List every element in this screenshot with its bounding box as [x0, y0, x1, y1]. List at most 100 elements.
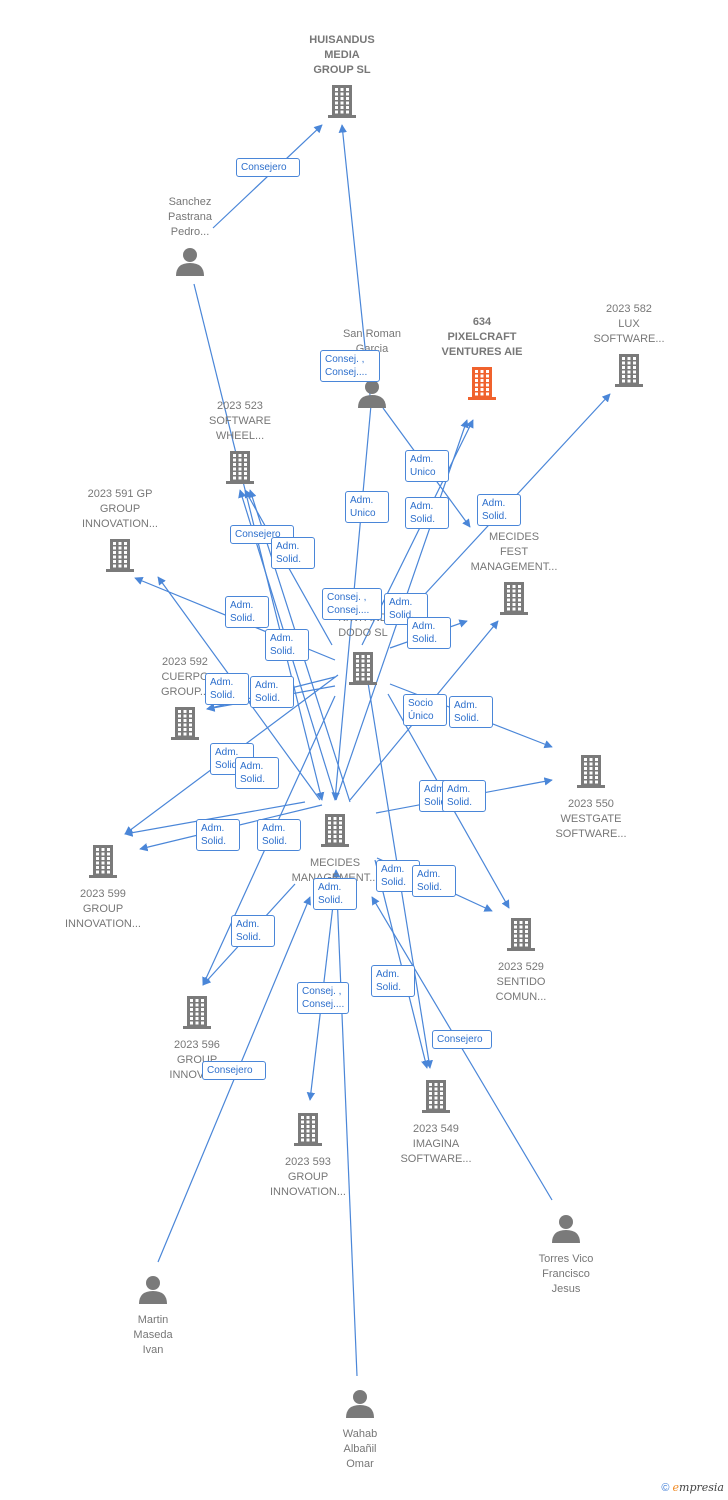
- node-label-line: Francisco: [542, 1268, 590, 1280]
- edge-role-label[interactable]: Adm.Solid.: [231, 915, 275, 947]
- edge-role-label[interactable]: Adm.Unico: [405, 450, 449, 482]
- node-label-line: GROUP...: [160, 686, 210, 698]
- node-label-line: INNOVATION...: [82, 518, 158, 530]
- edge-role-label[interactable]: Consej. ,Consej....: [297, 982, 350, 1014]
- edge-role-text: Consej. ,: [325, 354, 365, 365]
- edge-role-text: Adm.: [447, 784, 471, 795]
- edge-role-label[interactable]: Adm.Solid.: [271, 537, 315, 569]
- copyright-watermark[interactable]: © empresia: [661, 1481, 724, 1494]
- node-label-line: 2023 591 GP: [87, 488, 153, 500]
- edge-role-label[interactable]: Adm.Unico: [345, 491, 389, 523]
- edge-role-label[interactable]: Adm. Solid.: [313, 878, 357, 910]
- edge-role-text: Solid.: [318, 895, 344, 906]
- edge-role-text: Solid.: [454, 713, 480, 724]
- building-icon: [500, 582, 528, 615]
- edge-role-label[interactable]: Adm. Solid.: [235, 757, 279, 789]
- edge-role-text: Adm.: [215, 747, 239, 758]
- edge-role-label[interactable]: Adm.Solid.: [405, 497, 449, 529]
- building-icon: [422, 1080, 450, 1113]
- edge-role-label[interactable]: Consejero: [432, 1030, 492, 1049]
- edge-role-label[interactable]: Adm.Solid.: [225, 596, 269, 628]
- node-label-line: Pedro...: [170, 226, 210, 238]
- building-icon: [507, 918, 535, 951]
- edge-role-text: Consej. ,: [302, 986, 342, 997]
- person-icon: [358, 380, 386, 408]
- edge-role-text: Solid.: [201, 836, 227, 847]
- node-label-line: WESTGATE: [560, 813, 622, 825]
- node-label-line: WHEEL...: [215, 430, 265, 442]
- edge-role-text: Solid.: [410, 514, 436, 525]
- edge-role-label[interactable]: Consejero: [202, 1061, 266, 1080]
- edge-role-label[interactable]: Adm.Solid.: [205, 673, 249, 705]
- building-icon: [349, 652, 377, 685]
- node-label-line: FEST: [499, 546, 529, 558]
- edge-role-label[interactable]: Adm. Solid.: [371, 965, 415, 997]
- edge-role-label[interactable]: Consejero: [236, 158, 300, 177]
- edge-role-text: Adm.: [236, 919, 260, 930]
- node-label-line: MEDIA: [324, 49, 360, 61]
- node-label-line: SENTIDO: [496, 976, 546, 988]
- edge-role-text: Adm.: [376, 969, 400, 980]
- building-icon: [171, 707, 199, 740]
- edge-role-label[interactable]: Adm.Solid.: [196, 819, 240, 851]
- node-label-line: Omar: [346, 1458, 374, 1470]
- node-label-line: DODO SL: [338, 627, 388, 639]
- edge-role-text: Solid.: [412, 634, 438, 645]
- node-label-line: SOFTWARE...: [400, 1153, 472, 1165]
- edge-role-label[interactable]: Adm.Solid.: [449, 696, 493, 728]
- edge-role-label[interactable]: Consej. ,Consej....: [320, 350, 380, 382]
- edge-role-text: Consejero: [207, 1065, 253, 1076]
- edge-role-text: Único: [408, 711, 434, 722]
- building-icon: [183, 996, 211, 1029]
- edge-role-label[interactable]: Adm.Solid.: [477, 494, 521, 526]
- edge-role-text: Unico: [350, 508, 376, 519]
- relationship-edge: [124, 801, 306, 837]
- building-icon: [615, 354, 643, 387]
- empresia-logo: empresia: [672, 1481, 724, 1494]
- edge-role-label[interactable]: Adm.Solid.: [442, 780, 486, 812]
- edge-role-label[interactable]: Adm.Solid.: [265, 629, 309, 661]
- edge-role-text: Adm.: [318, 882, 342, 893]
- edge-role-label[interactable]: Adm.Solid.: [257, 819, 301, 851]
- node-label-line: Ivan: [142, 1344, 164, 1356]
- edge-role-text: Solid.: [376, 982, 402, 993]
- edge-role-text: Consej....: [327, 605, 370, 616]
- edge-role-label[interactable]: Adm. Solid.: [407, 617, 451, 649]
- node-label-line: Sanchez: [168, 196, 212, 208]
- building-icon: [106, 539, 134, 572]
- node-label-line: 2023 592: [162, 656, 208, 668]
- edge-role-text: Adm.: [412, 621, 436, 632]
- building-icon: [328, 85, 356, 118]
- edge-role-label[interactable]: Adm.Solid.: [412, 865, 456, 897]
- edge-role-text: Unico: [410, 467, 436, 478]
- edge-role-text: Consej. ,: [327, 592, 367, 603]
- edge-role-text: Solid.: [240, 774, 266, 785]
- node-label-line: VENTURES AIE: [441, 346, 523, 358]
- edge-role-label[interactable]: Consej. , Consej....: [322, 588, 382, 620]
- person-icon: [346, 1390, 374, 1418]
- edge-role-label[interactable]: Adm.Solid.: [250, 676, 294, 708]
- edge-role-text: Adm.: [240, 761, 264, 772]
- edge-role-text: Solid.: [424, 797, 450, 808]
